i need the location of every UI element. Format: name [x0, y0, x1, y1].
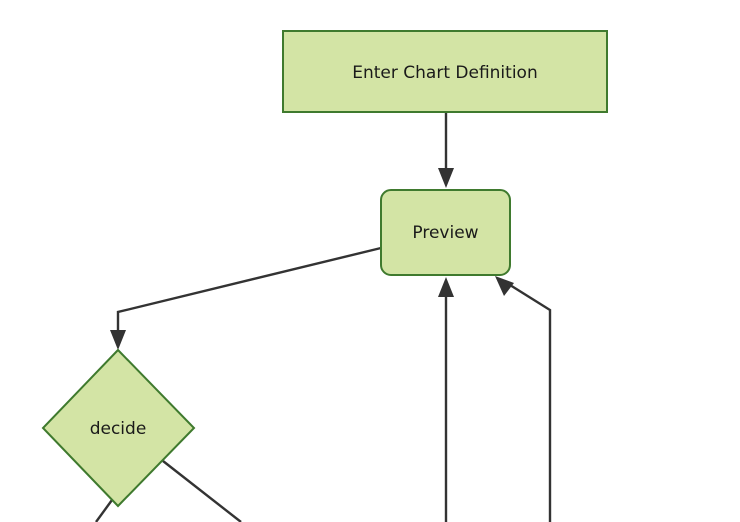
edges-layer — [95, 112, 552, 522]
node-label-preview: Preview — [412, 223, 478, 243]
node-label-enter-chart-definition: Enter Chart Definition — [352, 63, 537, 83]
node-label-decide: decide — [90, 419, 147, 439]
edge-line — [95, 499, 113, 522]
node-enter-chart-definition[interactable]: Enter Chart Definition — [282, 30, 608, 113]
node-shape-rounded-rectangle — [380, 189, 511, 276]
edge-preview-to-decide[interactable] — [110, 246, 382, 350]
edge-return-center-to-preview[interactable] — [438, 277, 454, 522]
edge-decide-down-right[interactable] — [162, 460, 242, 522]
arrowhead-icon — [438, 168, 454, 188]
node-shape-diamond — [41, 348, 196, 508]
edge-line — [116, 246, 382, 332]
edge-decide-down-left[interactable] — [95, 499, 113, 522]
nodes-layer: Enter Chart Definition Preview decide — [41, 30, 608, 508]
arrowhead-icon — [110, 330, 126, 350]
node-decide[interactable]: decide — [41, 348, 196, 508]
arrowhead-icon — [495, 276, 514, 296]
edge-enter-to-preview[interactable] — [438, 112, 454, 188]
edge-line — [509, 283, 552, 522]
node-shape-rectangle — [282, 30, 608, 113]
edge-line — [162, 460, 242, 522]
node-preview[interactable]: Preview — [380, 189, 511, 276]
arrowhead-icon — [438, 277, 454, 297]
edge-return-right-to-preview[interactable] — [495, 276, 552, 522]
